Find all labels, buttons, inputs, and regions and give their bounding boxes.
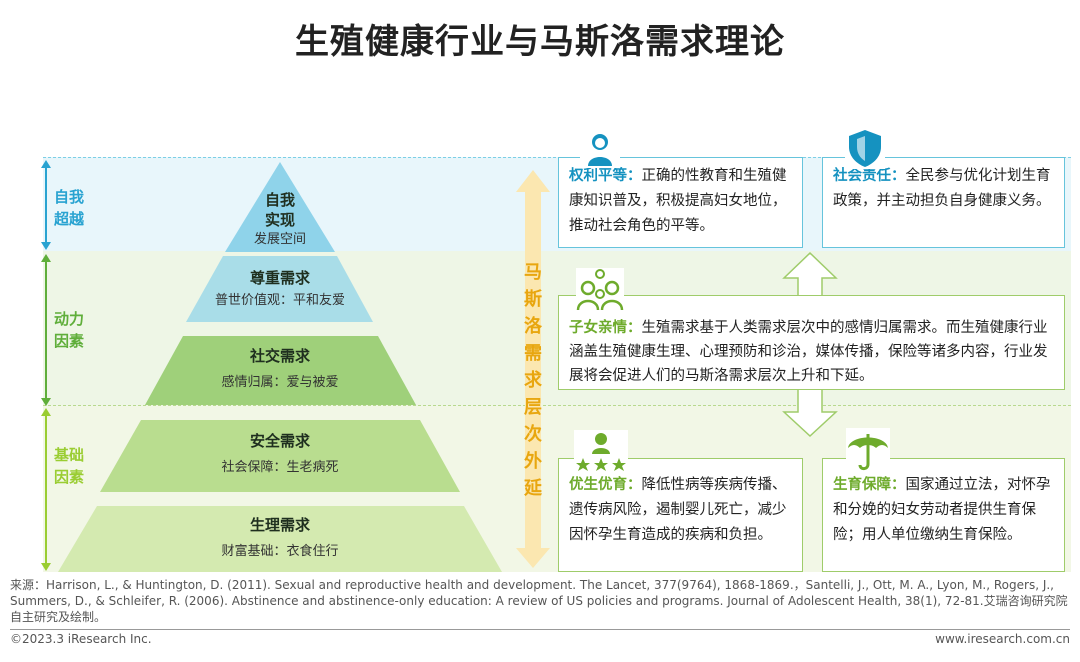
category-line-bot [45,414,47,564]
vertical-text-char: 洛 [524,316,542,337]
card-insurance: 生育保障：国家通过立法，对怀孕和分娩的妇女劳动者提供生育保险；用人单位缴纳生育保… [822,458,1065,572]
tier-social-text: 社交需求 感情归属：爱与被爱 [221,347,339,390]
vertical-text-char: 层 [524,397,542,418]
copyright: ©2023.3 iResearch Inc. [10,632,152,646]
tier-esteem-text: 尊重需求 普世价值观：平和友爱 [214,269,345,308]
shield-icon [845,127,885,169]
pyramid-tier-safety [100,420,460,492]
family-icon [576,268,624,312]
tier-self-actualization-text: 自我 实现 发展空间 [253,191,306,247]
arrow-up-icon [41,408,51,416]
vertical-text-char: 外 [524,451,542,472]
card-social-body: 全民参与优化计划生育政策，并主动担负自身健康义务。 [833,168,1051,209]
double-arrow-icon [516,170,550,568]
umbrella-icon [846,428,890,472]
arrow-down-icon [41,242,51,250]
card-family-body: 生殖需求基于人类需求层次中的感情归属需求。而生殖健康行业涵盖生殖健康生理、心理预… [569,320,1048,384]
vertical-text-char: 延 [524,478,542,499]
card-social: 社会责任：全民参与优化计划生育政策，并主动担负自身健康义务。 [822,157,1065,248]
source-note: 来源：Harrison, L., & Huntington, D. (2011)… [10,578,1068,624]
website-link[interactable]: www.iresearch.com.cn [935,632,1070,646]
card-rights-title: 权利平等： [569,168,642,184]
vertical-text-char: 求 [524,370,542,391]
baby-stars-icon [574,430,628,472]
card-rights: 权利平等：正确的性教育和生殖健康知识普及，积极提高妇女地位，推动社会角色的平等。 [558,157,803,248]
category-label-bot: 基础因素 [54,446,85,486]
card-family-title: 子女亲情： [569,320,642,336]
card-eugenics: 优生优育：降低性病等疾病传播、遗传病风险，遏制婴儿死亡，减少因怀孕生育造成的疾病… [558,458,803,572]
arrow-up-icon [41,160,51,168]
pyramid-tier-esteem [186,256,373,322]
category-line-top [45,166,47,244]
maslow-pyramid [58,162,502,572]
vertical-text-char: 斯 [524,289,542,310]
card-insurance-title: 生育保障： [833,477,906,493]
vertical-text-char: 次 [524,424,542,445]
footer-divider [10,629,1070,630]
card-social-title: 社会责任： [833,168,906,184]
arrow-up-icon [41,254,51,262]
card-insurance-body: 国家通过立法，对怀孕和分娩的妇女劳动者提供生育保险；用人单位缴纳生育保险。 [833,477,1051,543]
arrow-down-icon [41,563,51,571]
category-line-mid [45,260,47,398]
hollow-down-arrow-icon [782,385,838,438]
tier-physiological-text: 生理需求 财富基础：衣食住行 [221,516,339,559]
vertical-text-char: 马 [524,262,542,283]
pyramid-tier-physiological [58,506,502,572]
tier-safety-text: 安全需求 社会保障：生老病死 [221,432,339,475]
page-title: 生殖健康行业与马斯洛需求理论 [295,22,785,62]
pyramid-tier-self-actualization [225,162,335,252]
arrow-down-icon [41,398,51,406]
woman-icon [580,128,620,168]
card-rights-body: 正确的性教育和生殖健康知识普及，积极提高妇女地位，推动社会角色的平等。 [569,168,787,234]
card-eugenics-body: 降低性病等疾病传播、遗传病风险，遏制婴儿死亡，减少因怀孕生育造成的疾病和负担。 [569,477,787,543]
pyramid-tier-social [145,336,416,405]
card-eugenics-title: 优生优育： [569,477,642,493]
category-label-top: 自我超越 [54,188,85,228]
vertical-text-char: 需 [524,343,542,364]
card-family: 子女亲情：生殖需求基于人类需求层次中的感情归属需求。而生殖健康行业涵盖生殖健康生… [558,295,1065,390]
category-label-mid: 动力因素 [54,310,85,350]
